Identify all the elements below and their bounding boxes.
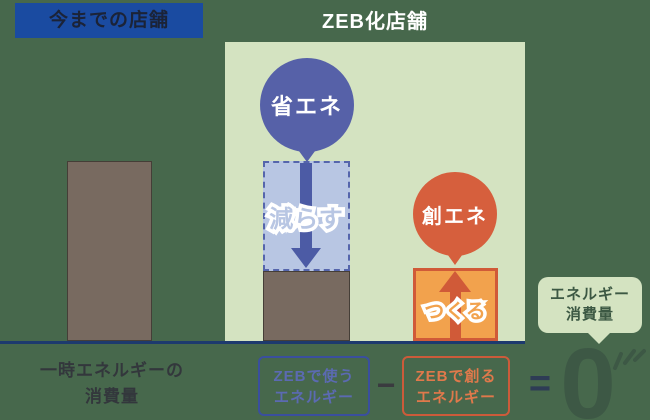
minus-sign: − — [376, 367, 396, 403]
zeb-created-energy-line1: ZEBで創る — [415, 368, 497, 385]
create-label: つくる — [424, 295, 487, 324]
zeb-used-energy-line2: エネルギー — [273, 389, 354, 406]
energy-consumption-badge-line2: 消費量 — [565, 306, 614, 323]
energy-consumption-badge-tail — [586, 331, 612, 344]
zero-result-value: 0 — [560, 328, 616, 420]
zeb-used-energy-box: ZEBで使う エネルギー — [258, 356, 370, 416]
current-energy-bar — [67, 161, 152, 341]
zeb-used-energy-line1: ZEBで使う — [273, 368, 355, 385]
zeb-energy-bar — [263, 271, 350, 341]
energy-creation-bubble: 創エネ — [413, 172, 497, 256]
zeb-store-header: ZEB化店舗 — [322, 11, 428, 33]
equals-sign: = — [528, 363, 552, 405]
zeb-created-energy-box: ZEBで創る エネルギー — [402, 356, 510, 416]
energy-consumption-badge: エネルギー 消費量 — [538, 277, 642, 333]
reduced-energy-box: 減らす — [263, 161, 350, 271]
current-consumption-label-line1: 一時エネルギーの — [40, 361, 184, 380]
created-energy-box: つくる — [413, 268, 498, 341]
energy-consumption-badge-line1: エネルギー — [549, 286, 630, 303]
baseline — [0, 341, 525, 344]
current-consumption-label: 一時エネルギーの 消費量 — [8, 358, 216, 410]
energy-creation-bubble-tail — [445, 251, 465, 265]
current-consumption-label-line2: 消費量 — [85, 387, 139, 406]
zeb-created-energy-line2: エネルギー — [415, 389, 496, 406]
reduce-label: 減らす — [269, 199, 344, 234]
emphasis-marks-icon — [613, 349, 646, 370]
current-store-header: 今までの店舗 — [15, 3, 203, 38]
energy-saving-bubble: 省エネ — [260, 58, 354, 152]
energy-saving-label: 省エネ — [270, 94, 343, 119]
energy-creation-label: 創エネ — [422, 205, 488, 228]
energy-saving-bubble-tail — [296, 147, 318, 162]
